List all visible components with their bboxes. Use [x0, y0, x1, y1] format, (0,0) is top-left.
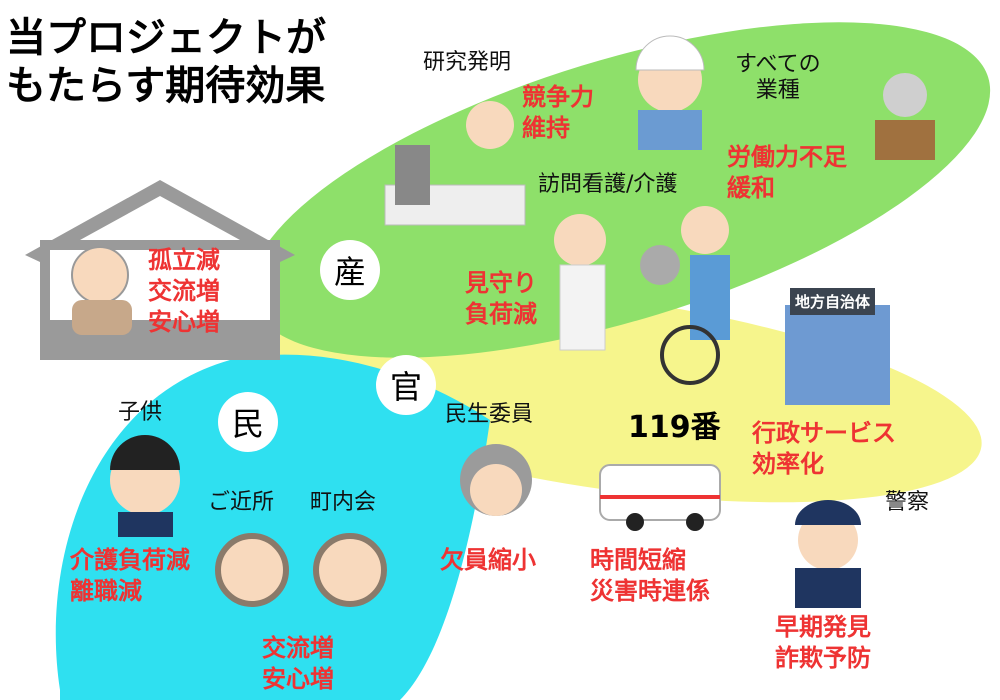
neighbors-illustration [215, 533, 387, 607]
effect-text: 緩和 [727, 174, 775, 203]
label-all-industries: すべての業種 [735, 52, 821, 105]
label-local-gov: 地方自治体 [790, 288, 876, 315]
city-hall-illustration [785, 305, 890, 405]
effect-emergency: 時間短縮災害時連係 [590, 545, 710, 607]
label-all-industries-2: 業種 [755, 78, 800, 104]
label-commissioner: 民生委員 [445, 402, 534, 427]
label-neighborhood-assoc: 町内会 [310, 490, 377, 515]
effect-labor: 労働力不足緩和 [727, 142, 847, 204]
label-research: 研究発明 [423, 50, 512, 75]
effect-text: 見守り [465, 269, 537, 297]
police-officer-illustration [795, 500, 861, 608]
effect-elderly: 孤立減交流増安心増 [148, 245, 220, 339]
house-illustration [25, 180, 295, 360]
sector-government-label: 官 [389, 368, 422, 406]
researcher-illustration [384, 101, 526, 226]
effect-care: 見守り負荷減 [465, 268, 537, 330]
delivery-worker-illustration [875, 73, 935, 160]
effect-text: 負荷減 [465, 300, 537, 329]
worker-illustration [635, 35, 705, 150]
effect-government: 行政サービス効率化 [752, 418, 896, 480]
effect-text: 孤立減 [148, 246, 220, 274]
effect-text: 行政サービス [752, 419, 896, 447]
label-all-industries-1: すべての [735, 52, 821, 77]
effect-text: 競争力 [522, 83, 594, 111]
effect-text: 早期発見 [775, 613, 871, 641]
label-children: 子供 [118, 400, 163, 425]
effect-text: 労働力不足 [727, 143, 847, 171]
label-emergency: 119番 [628, 410, 721, 445]
effect-text: 欠員縮小 [440, 546, 536, 574]
effect-text: 交流増 [148, 277, 220, 306]
effect-text: 維持 [522, 114, 570, 143]
nurse-illustration [554, 214, 606, 351]
effect-text: 交流増 [262, 634, 334, 662]
effect-text: 介護負荷減 [70, 546, 190, 574]
commissioner-illustration [460, 444, 532, 516]
ambulance-illustration [599, 464, 721, 531]
child-adult-illustration [110, 435, 180, 537]
label-home-care: 訪問看護/介護 [538, 172, 678, 197]
effect-text: 災害時連係 [590, 577, 710, 606]
effect-text: 時間短縮 [590, 546, 686, 574]
sector-civil-badge: 民 [218, 392, 278, 452]
sector-civil-label: 民 [231, 405, 264, 443]
label-neighbors: ご近所 [208, 490, 275, 515]
sector-government-badge: 官 [376, 355, 436, 415]
effect-text: 安心増 [262, 665, 334, 694]
effect-children: 介護負荷減離職減 [70, 545, 190, 607]
industry-zone [249, 22, 991, 358]
page-title: 当プロジェクトが もたらす期待効果 [6, 14, 326, 110]
label-police: 警察 [885, 490, 930, 515]
effect-text: 詐欺予防 [775, 644, 871, 673]
effect-text: 離職減 [70, 577, 142, 606]
effect-police: 早期発見詐欺予防 [775, 612, 871, 674]
caregiver-wheelchair-illustration [640, 206, 730, 385]
sector-industry-badge: 産 [320, 240, 380, 300]
effect-community: 交流増安心増 [262, 633, 334, 695]
effect-research: 競争力維持 [522, 82, 594, 144]
effect-text: 安心増 [148, 308, 220, 337]
effect-commissioner: 欠員縮小 [440, 545, 536, 576]
effect-text: 効率化 [752, 450, 824, 479]
title-line-1: 当プロジェクトが [6, 15, 326, 61]
sector-industry-label: 産 [333, 253, 366, 291]
title-line-2: もたらす期待効果 [6, 63, 326, 109]
